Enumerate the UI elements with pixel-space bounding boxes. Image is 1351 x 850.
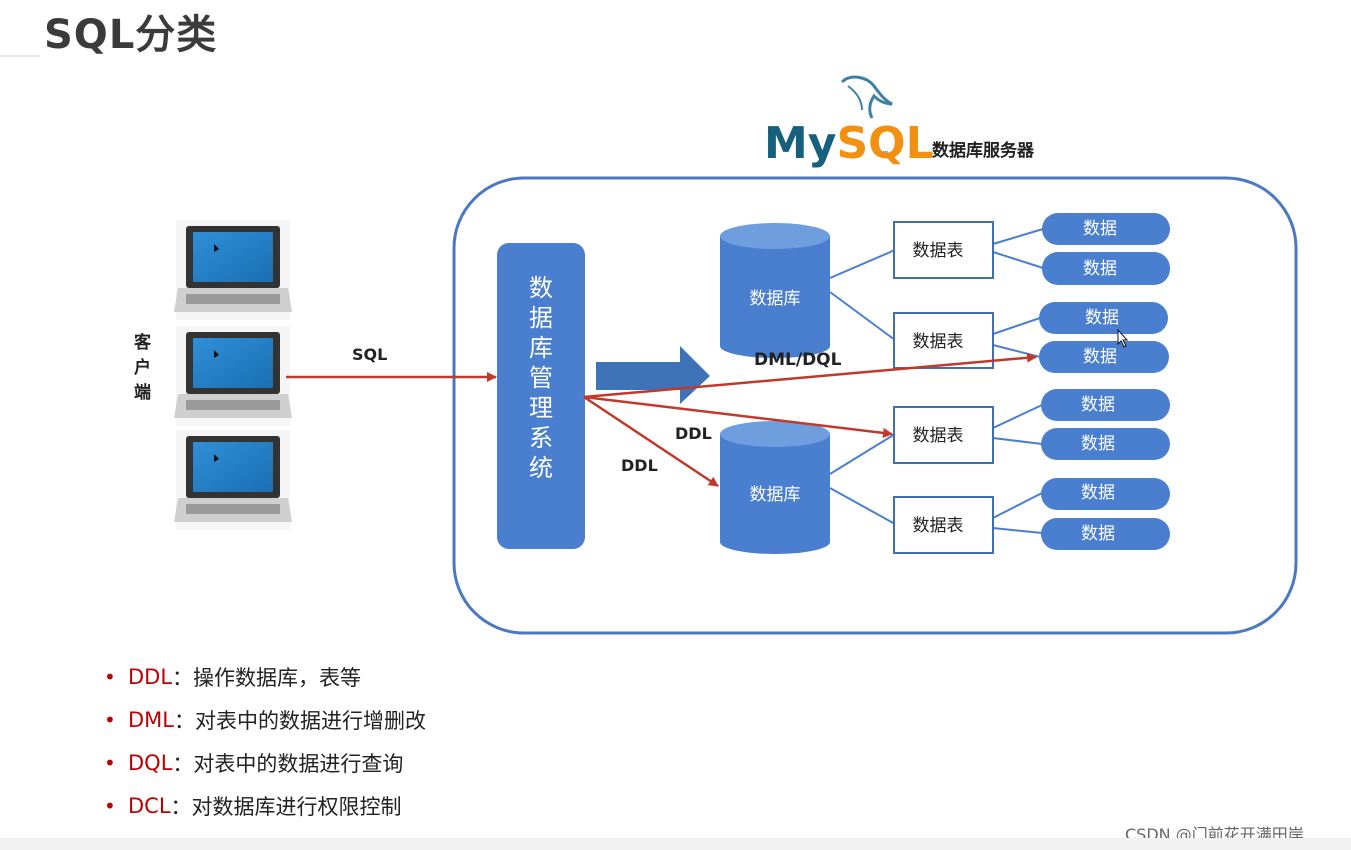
database-cylinder-2: [720, 421, 830, 554]
bullet-separator: ：: [174, 708, 195, 733]
bullet-text: 对表中的数据进行增删改: [195, 708, 426, 733]
table-box-2: [893, 312, 994, 369]
client-laptop-3: [174, 430, 292, 530]
dbms-char-4: 管: [529, 364, 553, 392]
ddl-arrow-database: [583, 395, 719, 488]
sql-category-list: • DDL ： 操作数据库，表等 • DML ： 对表中的数据进行增删改 • D…: [104, 655, 426, 827]
dbms-char-3: 库: [529, 334, 553, 362]
data-pill-8: [1041, 518, 1170, 550]
bullet-separator: ：: [172, 751, 194, 776]
table-label-2: 数据表: [913, 332, 964, 352]
data-pill-4: [1039, 341, 1169, 373]
top-divider: [0, 55, 40, 57]
data-pill-6: [1041, 428, 1170, 460]
data-label-8: 数据: [1081, 524, 1115, 544]
bullet-key: DML: [128, 707, 174, 732]
client-laptop-1: [174, 220, 292, 320]
data-pill-2: [1042, 252, 1170, 285]
database-server-container: [452, 176, 1298, 635]
data-pill-3: [1039, 302, 1168, 334]
bullet-separator: ：: [170, 794, 192, 819]
mysql-logo: MySQL ™: [764, 75, 934, 169]
bullet-text: 对表中的数据进行查询: [193, 751, 404, 776]
bullet-dot: •: [104, 750, 116, 775]
table-box-3: [893, 406, 994, 464]
table-label-4: 数据表: [913, 516, 964, 536]
bullet-dot: •: [104, 793, 116, 818]
bullet-dcl: • DCL ： 对数据库进行权限控制: [104, 784, 426, 827]
table-box-4: [893, 496, 994, 554]
client-label-text: 客户端: [130, 333, 150, 408]
bullet-key: DDL: [128, 664, 173, 689]
data-pill-7: [1041, 478, 1170, 510]
database-label-2: 数据库: [750, 485, 801, 505]
dbms-char-6: 系: [529, 424, 553, 452]
bullet-ddl: • DDL ： 操作数据库，表等: [104, 655, 426, 698]
bullet-dot: •: [104, 664, 116, 689]
dbms-box: [497, 243, 585, 549]
sql-arrow-label: SQL: [352, 345, 387, 364]
dml-dql-arrow: [583, 352, 1037, 399]
dml-dql-label: DML/DQL: [754, 350, 842, 370]
client-laptop-2: [174, 326, 292, 426]
mysql-logo-text: MySQL: [764, 118, 934, 169]
bullet-dql: • DQL ： 对表中的数据进行查询: [104, 741, 426, 784]
data-label-6: 数据: [1081, 434, 1115, 454]
ddl-arrow-table: [583, 395, 893, 438]
table-label-1: 数据表: [913, 241, 964, 261]
dolphin-icon: [840, 75, 893, 119]
table-box-1: [893, 221, 994, 279]
data-label-5: 数据: [1081, 395, 1115, 415]
data-label-4: 数据: [1083, 347, 1117, 367]
bullet-key: DCL: [128, 793, 171, 818]
bullet-text: 操作数据库，表等: [193, 665, 362, 690]
bullet-dml: • DML ： 对表中的数据进行增删改: [104, 698, 426, 741]
client-label: 客户端: [124, 333, 152, 408]
ddl-label-table: DDL: [675, 424, 712, 443]
server-label: 数据库服务器: [932, 140, 1035, 161]
data-label-2: 数据: [1083, 259, 1117, 279]
database-cylinder-1: [720, 223, 830, 358]
bullet-key: DQL: [128, 750, 173, 775]
data-pill-1: [1042, 213, 1170, 245]
bullet-separator: ：: [172, 665, 194, 690]
ddl-label-database: DDL: [621, 456, 658, 475]
database-label-1: 数据库: [750, 289, 801, 309]
bullet-dot: •: [104, 707, 116, 732]
bottom-bar: [0, 838, 1351, 850]
data-label-7: 数据: [1081, 483, 1115, 503]
page-title: SQL分类: [44, 12, 218, 58]
table-label-3: 数据表: [913, 426, 964, 446]
data-label-1: 数据: [1083, 219, 1117, 239]
bullet-text: 对数据库进行权限控制: [191, 794, 402, 819]
svg-text:™: ™: [882, 150, 889, 158]
mouse-cursor-icon: [1117, 328, 1129, 348]
data-label-3: 数据: [1085, 308, 1119, 328]
data-pill-5: [1041, 389, 1170, 421]
dbms-char-7: 统: [529, 454, 553, 482]
dbms-char-1: 数: [529, 274, 553, 302]
dbms-char-2: 据: [529, 304, 553, 332]
dbms-char-5: 理: [529, 394, 553, 422]
